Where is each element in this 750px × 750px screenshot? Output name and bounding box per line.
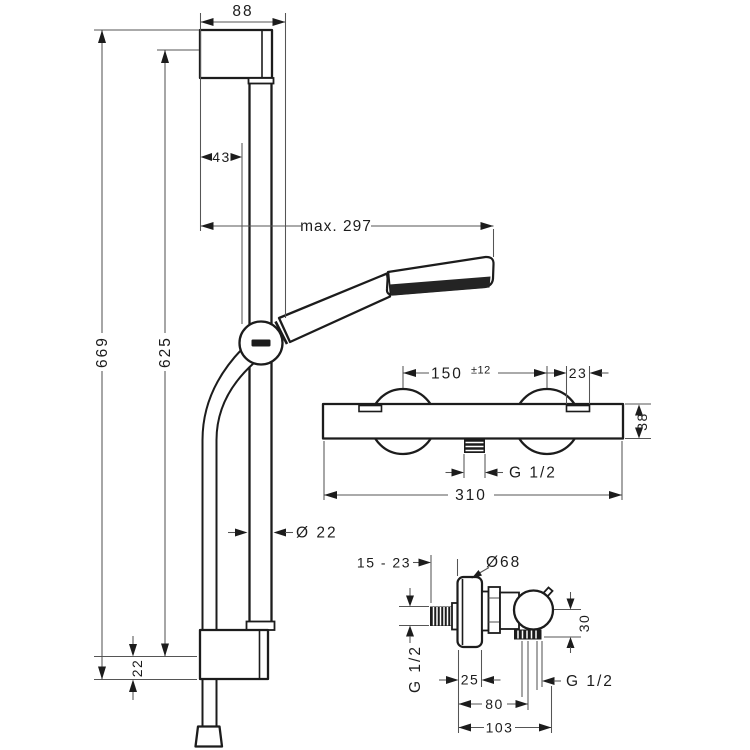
dim-escutcheon-diameter: Ø68 bbox=[471, 554, 521, 579]
union-nut-b bbox=[487, 586, 501, 634]
dim-max-reach-label: max. 297 bbox=[300, 218, 372, 235]
dim-overall-depth-label: 103 bbox=[486, 720, 514, 736]
dim-connection-distance: 150 ±12 bbox=[402, 365, 548, 388]
shower-hose-outline bbox=[201, 348, 243, 727]
dim-outlet-thread-side: G 1/2 bbox=[542, 673, 614, 690]
dim-wall-distance-range-label: 15 - 23 bbox=[357, 555, 411, 571]
dim-wall-to-hose-label: 43 bbox=[212, 149, 231, 165]
rail-top-collar bbox=[247, 77, 275, 85]
escutcheon-side bbox=[456, 575, 484, 649]
dim-bracket-depth: 88 bbox=[200, 3, 286, 26]
dim-escutcheon-depth-label: 25 bbox=[461, 672, 480, 688]
dim-outlet-thread-front: G 1/2 bbox=[445, 454, 557, 482]
union-tab-right bbox=[565, 404, 591, 413]
dim-overall-width: 310 bbox=[323, 441, 623, 504]
dim-wall-to-hose: 43 bbox=[200, 149, 242, 165]
dim-rail-diameter-label: Ø 22 bbox=[296, 525, 338, 542]
slider-button bbox=[251, 339, 271, 347]
dim-overall-height: 669 bbox=[94, 30, 111, 680]
shower-set-view: 88 669 625 22 43 bbox=[94, 3, 495, 748]
rail-bottom-bracket bbox=[198, 628, 270, 681]
dim-union-projection-label: 23 bbox=[569, 365, 588, 381]
dim-escutcheon-depth: 25 bbox=[439, 672, 501, 688]
dim-wall-to-outlet: 80 bbox=[458, 696, 528, 712]
hand-shower-handle bbox=[277, 272, 392, 344]
dim-escutcheon-diameter-label: Ø68 bbox=[486, 554, 521, 571]
dim-bracket-depth-label: 88 bbox=[232, 3, 253, 20]
dim-max-reach: max. 297 bbox=[200, 218, 494, 235]
dim-rail-height: 625 bbox=[157, 50, 174, 657]
dim-body-height-label: 38 bbox=[634, 412, 650, 431]
holder-joint bbox=[274, 320, 289, 345]
dim-connection-tolerance-label: ±12 bbox=[471, 365, 491, 377]
dim-wall-to-outlet-label: 80 bbox=[485, 696, 504, 712]
mixer-side-view: 15 - 23 Ø68 G 1/2 25 bbox=[357, 554, 614, 736]
dim-overall-height-label: 669 bbox=[94, 336, 111, 368]
dim-bottom-offset-label: 22 bbox=[129, 659, 145, 678]
handle-knob bbox=[512, 589, 555, 631]
dim-overall-width-label: 310 bbox=[455, 487, 487, 504]
hose-conical-nut bbox=[194, 725, 224, 748]
spray-face bbox=[389, 276, 491, 296]
dim-inlet-thread: G 1/2 bbox=[406, 588, 424, 693]
rail-bottom-collar bbox=[245, 620, 276, 631]
dim-overall-depth: 103 bbox=[458, 720, 552, 736]
dim-union-projection: 23 bbox=[547, 365, 609, 404]
dim-rail-height-label: 625 bbox=[157, 336, 174, 368]
dim-bottom-offset: 22 bbox=[129, 636, 145, 700]
union-tab-left bbox=[358, 404, 383, 413]
dim-wall-distance-range: 15 - 23 bbox=[357, 555, 431, 571]
dim-inlet-thread-label: G 1/2 bbox=[407, 645, 424, 693]
dim-body-height: 38 bbox=[625, 403, 651, 440]
dim-connection-distance-label: 150 bbox=[431, 366, 463, 383]
shower-hose-outline bbox=[215, 361, 256, 727]
dim-outlet-vertical-offset: 30 bbox=[566, 592, 592, 653]
dim-outlet-thread-side-label: G 1/2 bbox=[566, 673, 614, 690]
union-nut-a bbox=[481, 590, 490, 632]
mixer-front-view: 150 ±12 23 38 G 1/2 bbox=[321, 365, 651, 504]
dim-rail-diameter: Ø 22 bbox=[228, 525, 338, 542]
dim-outlet-vertical-offset-label: 30 bbox=[576, 614, 592, 633]
dim-outlet-thread-front-label: G 1/2 bbox=[509, 465, 557, 482]
